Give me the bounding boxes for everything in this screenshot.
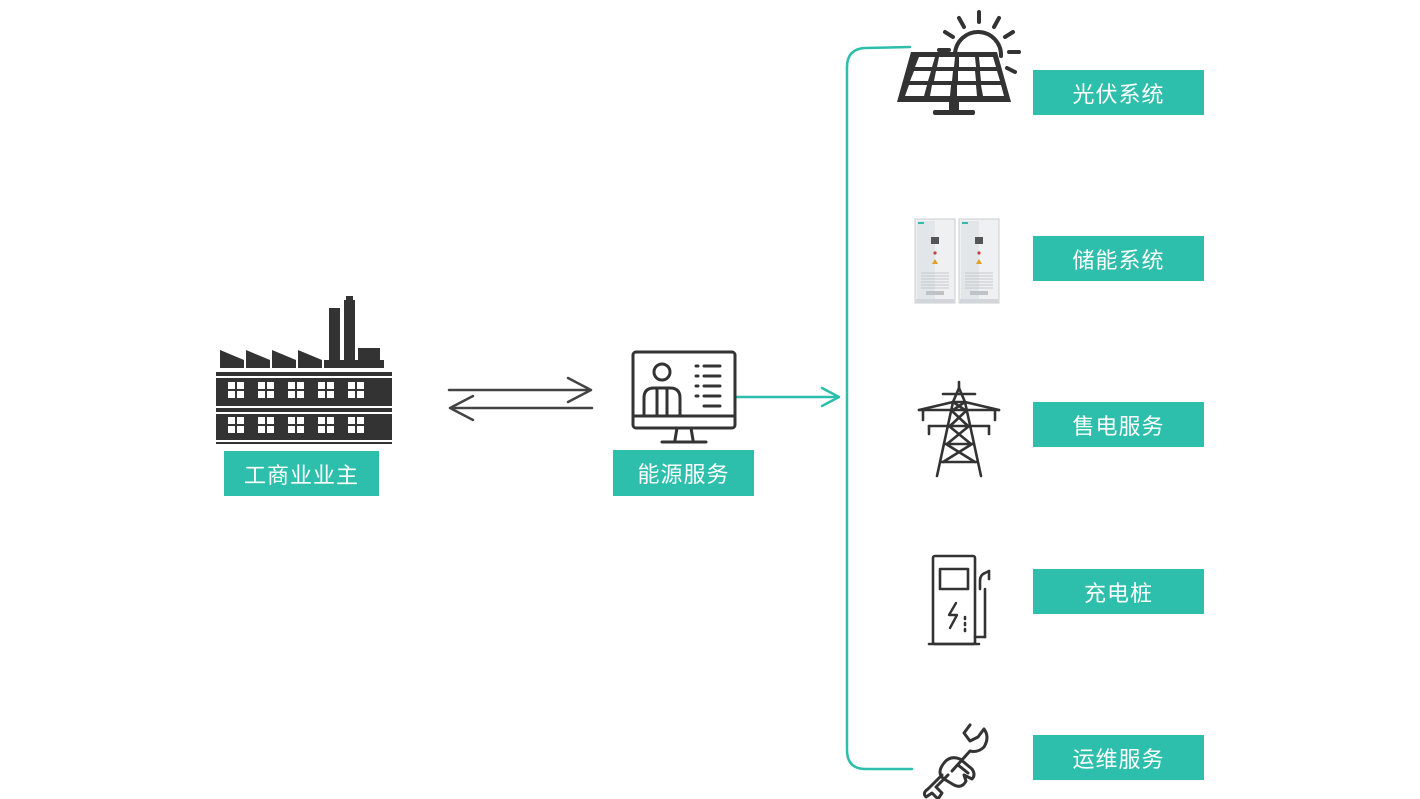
bracket-connector — [735, 45, 914, 771]
monitor-person-icon — [630, 350, 738, 446]
owner-label: 工商业业主 — [224, 451, 379, 496]
wrench-hand-icon — [914, 719, 998, 799]
energy-service-label: 能源服务 — [613, 450, 754, 496]
storage-cabinet-icon — [913, 217, 1001, 305]
charging-label: 充电桩 — [1033, 569, 1204, 614]
storage-label: 储能系统 — [1033, 236, 1204, 281]
bidirectional-arrow — [447, 376, 594, 422]
factory-icon — [216, 296, 392, 444]
pv-label: 光伏系统 — [1033, 70, 1204, 115]
power-sales-label: 售电服务 — [1033, 402, 1204, 447]
transmission-tower-icon — [913, 380, 1005, 480]
om-label: 运维服务 — [1033, 735, 1204, 780]
solar-panel-icon — [893, 10, 1025, 118]
charging-pile-icon — [927, 553, 995, 649]
